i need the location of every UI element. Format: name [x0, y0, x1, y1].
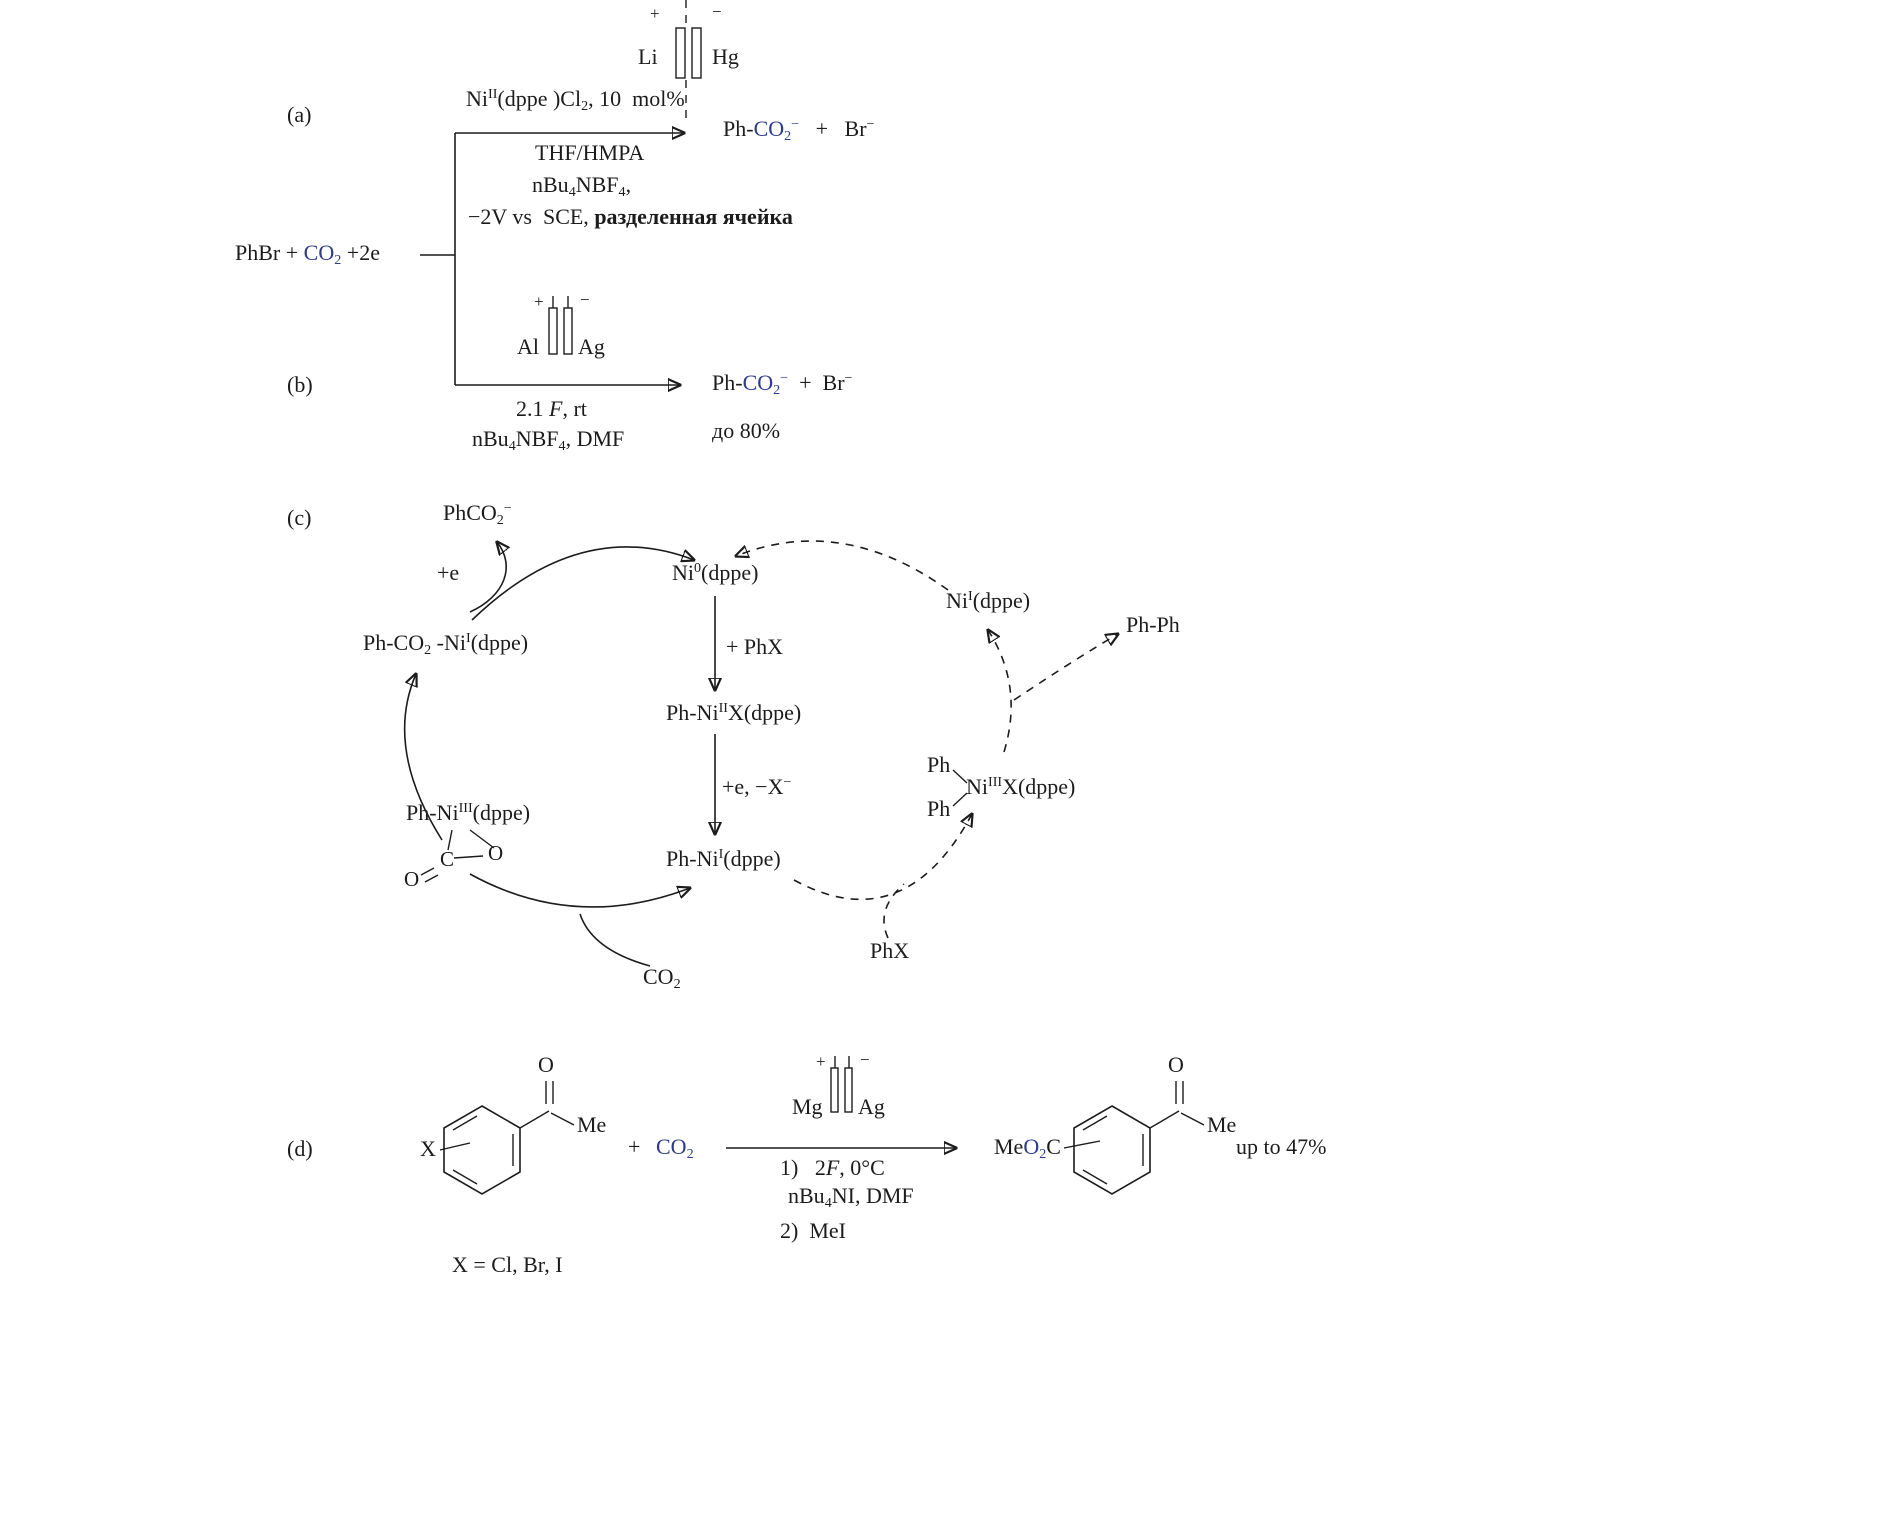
cell-a-minus-sign: −: [712, 2, 722, 21]
yield-b: до 80%: [712, 418, 781, 443]
plus-e-minus-x-label: +e, −X−: [722, 774, 792, 799]
nickel0-species: Ni0(dppe): [672, 560, 759, 585]
cell-b-cathode-label: Ag: [578, 334, 605, 359]
conditions-a-3: −2V vs SCE, разделенная ячейка: [468, 204, 793, 229]
product-ring: [1063, 1081, 1205, 1195]
electrode-cell-b-icon: [548, 296, 573, 355]
metallacycle-exo-oxygen-label: O: [404, 867, 419, 891]
cell-d-minus-sign: −: [860, 1050, 870, 1069]
part-b-label: (b): [287, 372, 313, 397]
diphenyl-nickel3-species: NiIIIX(dppe): [966, 774, 1076, 799]
nickel2-species: Ph-NiIIX(dppe): [666, 700, 802, 725]
ester-group-label: MeO2C: [994, 1134, 1061, 1162]
carbonyl-oxygen-left: O: [538, 1052, 554, 1077]
yield-d: up to 47%: [1236, 1134, 1327, 1159]
metallacycle-carbon-label: C: [440, 847, 454, 871]
plus-electron-label: +e: [437, 560, 460, 585]
cell-a-cathode-label: Hg: [712, 44, 739, 69]
biphenyl-product: Ph-Ph: [1126, 612, 1180, 637]
part-a-label: (a): [287, 102, 312, 127]
phenyl-bottom-label: Ph: [927, 796, 951, 821]
methyl-left-label: Me: [577, 1112, 607, 1137]
conditions-a-1: THF/HMPA: [535, 140, 645, 165]
conditions-d-1: 1) 2F, 0°C: [780, 1155, 885, 1180]
diphenyl-nickel-bonds: [952, 769, 968, 807]
product-b: Ph-CO2− + Br−: [712, 370, 853, 398]
methyl-right-label: Me: [1207, 1112, 1237, 1137]
carbonyl-oxygen-right: O: [1168, 1052, 1184, 1077]
catalyst-a: NiII(dppe )Cl2, 10 mol%: [466, 86, 685, 114]
halide-substituent-label: X: [420, 1136, 436, 1161]
phenyl-top-label: Ph: [927, 752, 951, 777]
product-a: Ph-CO2− + Br−: [723, 116, 875, 144]
electrode-cell-a-icon: [675, 0, 702, 118]
part-d-label: (d): [287, 1136, 313, 1161]
cell-b-plus-sign: +: [534, 292, 544, 311]
cycle-right-dashed-arrows: [736, 540, 1118, 939]
conditions-d-2: nBu4NI, DMF: [788, 1183, 914, 1211]
carboxylate-nickel1-species: Ph-CO2 -NiI(dppe): [363, 630, 529, 658]
cell-b-minus-sign: −: [580, 290, 590, 309]
electrode-cell-d-icon: [830, 1056, 853, 1113]
cell-a-plus-sign: +: [650, 4, 660, 23]
substrate-ring: [439, 1081, 575, 1195]
plus-sign-d: +: [628, 1134, 641, 1159]
part-c-label: (c): [287, 505, 312, 530]
conditions-d-3: 2) MeI: [780, 1218, 846, 1243]
cell-b-anode-label: Al: [517, 334, 539, 359]
branch-connector: [420, 133, 456, 385]
plus-phx-label: + PhX: [726, 634, 784, 659]
reactant-formula: PhBr + CO2 +2e: [235, 240, 380, 268]
co2-reagent-d: CO2: [656, 1134, 694, 1162]
co2-metallacycle-bonds: [420, 829, 495, 883]
conditions-b-1: 2.1 F, rt: [516, 396, 587, 421]
metallacycle-ring-oxygen-label: O: [488, 841, 503, 865]
phx-label: PhX: [870, 938, 910, 963]
cell-d-plus-sign: +: [816, 1052, 826, 1071]
cell-d-anode-label: Mg: [792, 1094, 823, 1119]
cell-d-cathode-label: Ag: [858, 1094, 885, 1119]
conditions-a-2: nBu4NBF4,: [532, 172, 632, 200]
conditions-b-2: nBu4NBF4, DMF: [472, 426, 625, 454]
co2-cycle-label: CO2: [643, 964, 681, 992]
cycle-left-arrows: [403, 542, 715, 967]
halide-definition: X = Cl, Br, I: [452, 1252, 563, 1277]
benzoate-anion: PhCO2−: [443, 500, 512, 528]
nickel3-species: Ph-NiIII(dppe): [406, 800, 531, 825]
nickel1-phenyl-species: Ph-NiI(dppe): [666, 846, 781, 871]
nickel1-right-species: NiI(dppe): [946, 588, 1031, 613]
cell-a-anode-label: Li: [638, 44, 658, 69]
